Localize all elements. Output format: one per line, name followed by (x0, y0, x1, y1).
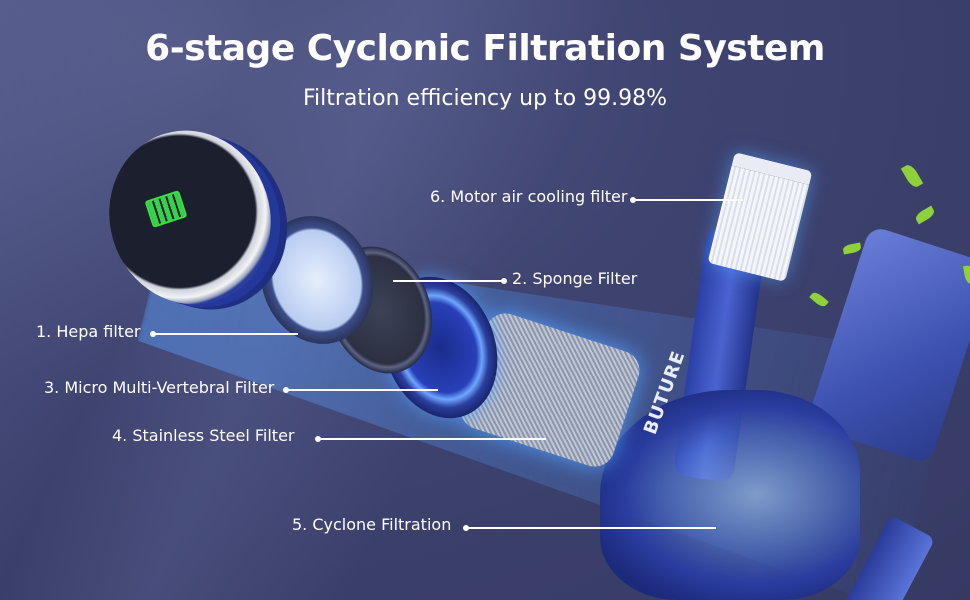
leaf-icon (842, 242, 862, 255)
callout-line (466, 527, 716, 529)
page-title: 6-stage Cyclonic Filtration System (145, 28, 825, 69)
callout-line (286, 389, 438, 391)
callout-motor-air-cooling-filter: 6. Motor air cooling filter (430, 187, 628, 206)
leaf-icon (913, 205, 937, 225)
cyclone-chamber (600, 390, 860, 600)
callout-line (393, 280, 503, 282)
leaf-icon (809, 290, 829, 309)
callout-stainless-steel-filter: 4. Stainless Steel Filter (112, 426, 295, 445)
callout-micro-multi-vertebral-filter: 3. Micro Multi-Vertebral Filter (44, 378, 275, 397)
callout-hepa-filter: 1. Hepa filter (36, 322, 141, 341)
callout-cyclone-filtration: 5. Cyclone Filtration (292, 515, 452, 534)
callout-sponge-filter: 2. Sponge Filter (512, 269, 638, 288)
page-subtitle: Filtration efficiency up to 99.98% (302, 86, 668, 111)
callout-line (633, 199, 743, 201)
callout-dot (501, 278, 507, 284)
callout-line (153, 333, 298, 335)
leaf-icon (900, 162, 924, 190)
motor-air-cooling-filter (707, 152, 813, 282)
callout-line (318, 438, 546, 440)
